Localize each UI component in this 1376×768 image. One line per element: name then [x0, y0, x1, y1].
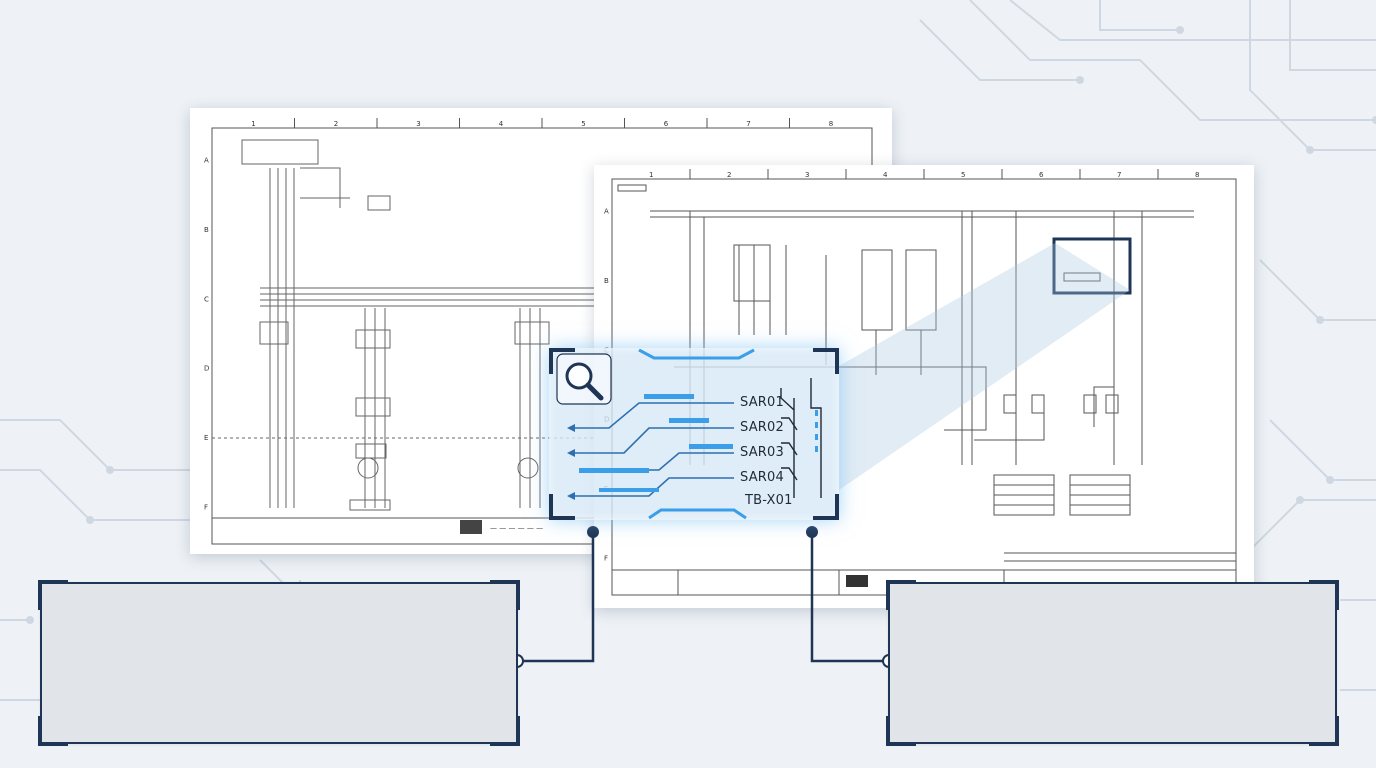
magnifier-frame	[549, 348, 839, 520]
callout-box-left	[38, 580, 520, 746]
grid-row-label: E	[204, 434, 208, 442]
grid-column-label: 4	[499, 120, 504, 128]
grid-row-label: A	[604, 208, 609, 216]
grid-column-label: 2	[727, 171, 731, 179]
grid-row-label: F	[204, 503, 208, 511]
grid-column-label: 7	[1117, 171, 1121, 179]
grid-column-label: 5	[581, 120, 585, 128]
grid-column-label: 4	[883, 171, 888, 179]
grid-column-label: 2	[334, 120, 338, 128]
grid-row-label: D	[204, 365, 209, 373]
grid-column-label: 1	[251, 120, 255, 128]
label-sar04: SAR04	[740, 470, 784, 485]
grid-column-label: 1	[649, 171, 653, 179]
grid-column-label: 7	[746, 120, 750, 128]
grid-column-label: 5	[961, 171, 965, 179]
search-icon	[556, 353, 612, 405]
grid-row-label: C	[204, 295, 209, 303]
grid-column-label: 6	[664, 120, 669, 128]
grid-row-label: F	[604, 554, 608, 562]
magnifier-panel: SAR01 SAR02 SAR03 SAR04 TB-X01	[549, 348, 839, 520]
grid-column-label: 3	[416, 120, 420, 128]
label-tb-x01: TB-X01	[745, 493, 793, 508]
grid-column-label: 8	[829, 120, 833, 128]
label-sar02: SAR02	[740, 420, 784, 435]
label-sar01: SAR01	[740, 395, 784, 410]
grid-row-label: B	[604, 277, 609, 285]
grid-column-label: 8	[1195, 171, 1199, 179]
grid-column-label: 6	[1039, 171, 1044, 179]
label-sar03: SAR03	[740, 445, 784, 460]
grid-column-label: 3	[805, 171, 809, 179]
grid-row-label: A	[204, 157, 209, 165]
svg-text:— — — — — —: — — — — — —	[490, 524, 543, 532]
callout-box-right	[886, 580, 1339, 746]
grid-row-label: B	[204, 226, 209, 234]
